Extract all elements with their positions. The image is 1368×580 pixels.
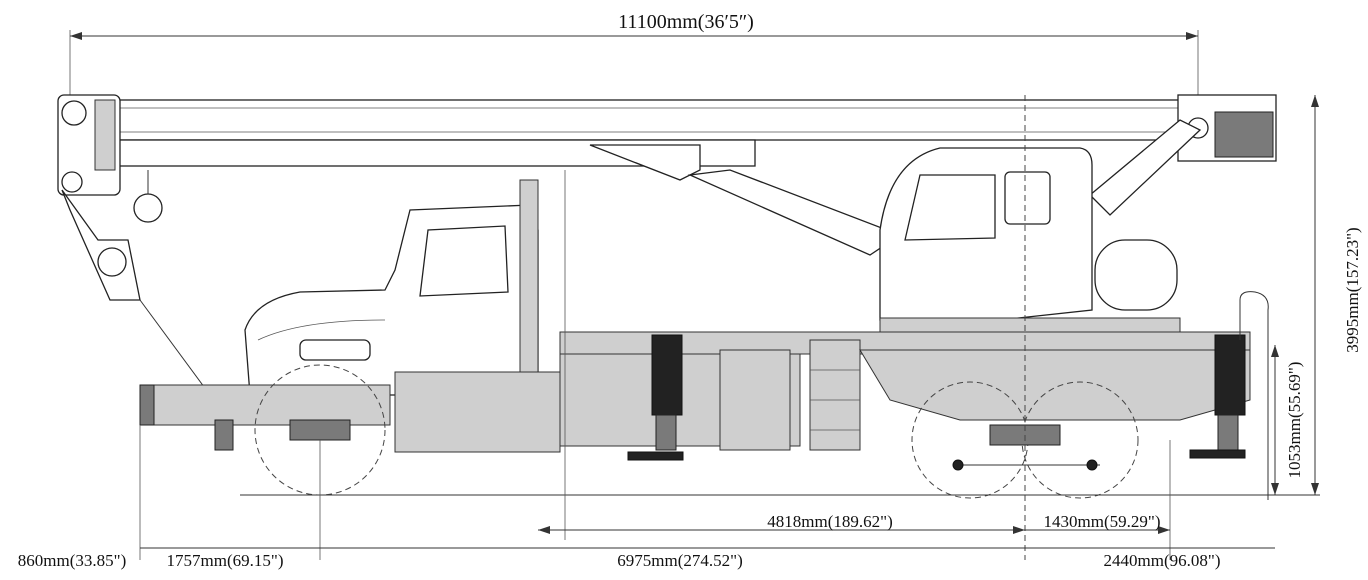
outrigger-height-label: 1053mm(55.69"): [1285, 362, 1304, 479]
outrigger-span-dimension: 4818mm(189.62"): [538, 512, 1025, 534]
rear-overhang-label: 2440mm(96.08"): [1104, 551, 1221, 570]
front-axle-hub: [289, 419, 351, 441]
luffing-cylinder: [589, 119, 1202, 256]
front-overhang-label: 860mm(33.85"): [18, 551, 126, 570]
front-bumper-frame: [139, 384, 391, 426]
outrigger-span-label: 4818mm(189.62"): [767, 512, 892, 531]
front-bumper-end: [139, 384, 155, 426]
arrow-down-icon: [1271, 483, 1279, 495]
rear-frame: [859, 349, 1251, 421]
hood-line: [257, 319, 386, 341]
boom-main: [84, 99, 1201, 141]
truck-cab: [244, 179, 539, 396]
headlight: [299, 339, 371, 361]
overall-length-label: 11100mm(36′5″): [618, 11, 754, 33]
cab-side-window: [1004, 171, 1051, 225]
arrow-down-icon: [1311, 483, 1319, 495]
front-outrigger-pad: [627, 451, 684, 461]
fuel-tank: [719, 349, 791, 451]
boom-strut: [1089, 119, 1202, 216]
operator-cab: [879, 147, 1181, 333]
overall-height-label: 3995mm(157.23"): [1343, 227, 1362, 352]
chassis: [139, 331, 1251, 453]
sheave-stack: [94, 99, 116, 171]
sheave: [61, 171, 83, 193]
overall-height-dimension: 3995mm(157.23"): [1311, 95, 1362, 495]
arrow-right-icon: [1158, 526, 1170, 534]
overall-length-dimension: 11100mm(36′5″): [69, 11, 1199, 100]
cab-front-window: [904, 174, 996, 241]
truck-cab-window: [419, 225, 509, 297]
axle-end: [952, 459, 964, 471]
rear-outrigger-jack: [1214, 334, 1246, 416]
arrow-right-icon: [1013, 526, 1025, 534]
front-stabilizer: [214, 419, 234, 451]
boom-support-arm: [61, 189, 141, 301]
rear-axle-spacing-label: 1430mm(59.29"): [1044, 512, 1161, 531]
outrigger-height-dimension: 1053mm(55.69"): [1271, 345, 1304, 495]
slewing-ring: [879, 317, 1181, 333]
cylinder-bracket: [589, 144, 701, 181]
battery-box: [394, 371, 561, 453]
cylinder-body: [687, 169, 902, 256]
rear-axle-spacing-dimension: 1430mm(59.29"): [1025, 512, 1170, 534]
arrow-up-icon: [1311, 95, 1319, 107]
bottom-dimensions: 860mm(33.85") 1757mm(69.15") 6975mm(274.…: [18, 547, 1275, 570]
step-ladder: [809, 339, 861, 451]
exhaust-stack: [519, 179, 539, 381]
arrow-right-icon: [1186, 32, 1198, 40]
front-outrigger-jack: [651, 334, 683, 416]
rear-outrigger-pad: [1189, 449, 1246, 459]
hook-block: [133, 193, 163, 223]
arrow-up-icon: [1271, 345, 1279, 357]
rope-line: [139, 299, 211, 396]
jib-sheave: [97, 247, 127, 277]
handrail: [1239, 291, 1269, 500]
outriggers: [214, 291, 1269, 500]
telescopic-boom: [57, 94, 1277, 396]
axle-end: [1086, 459, 1098, 471]
arrow-left-icon: [538, 526, 550, 534]
winch-drum-housing: [1094, 239, 1178, 311]
sheave: [61, 100, 87, 126]
arrow-left-icon: [70, 32, 82, 40]
rear-outrigger-leg: [1217, 414, 1239, 451]
front-outrigger-leg: [655, 414, 677, 451]
front-axle-offset-label: 1757mm(69.15"): [167, 551, 284, 570]
hydraulic-valve-block: [1214, 111, 1274, 158]
wheelbase-label: 6975mm(274.52"): [617, 551, 742, 570]
